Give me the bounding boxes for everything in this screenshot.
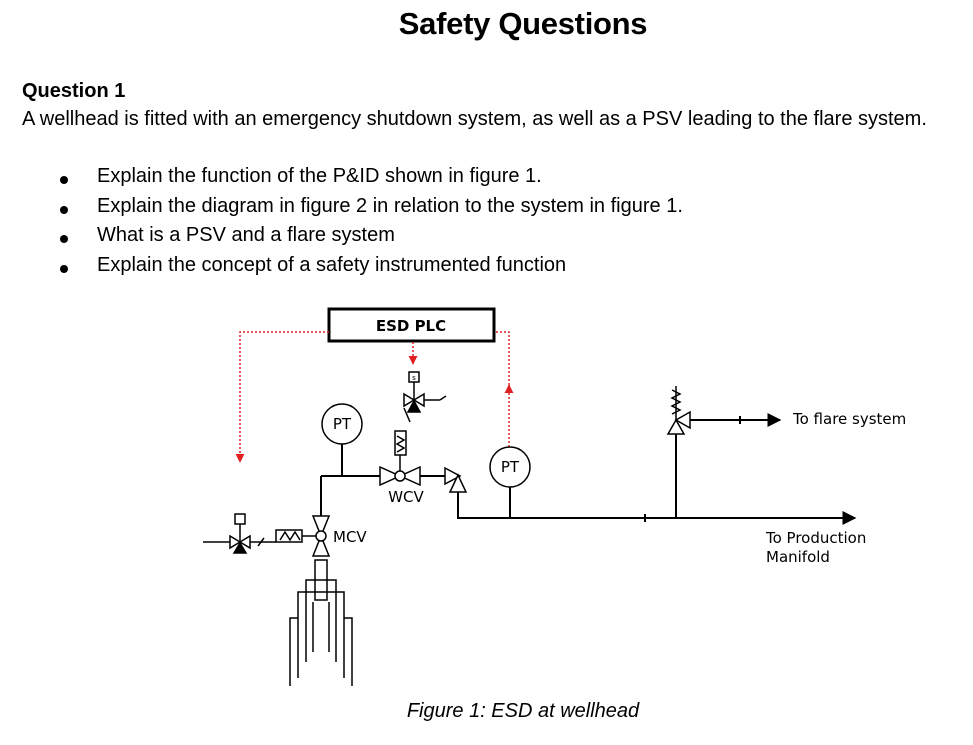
solenoid-letter: s: [412, 374, 416, 382]
check-valve-icon: [444, 466, 468, 493]
bullet-dot: [60, 235, 68, 243]
signal-line-to-mcv-actuator: [235, 331, 329, 463]
esd-plc-label: ESD PLC: [376, 317, 446, 335]
question-heading: Question 1: [22, 80, 126, 102]
production-destination-label-line2: Manifold: [766, 548, 830, 566]
signal-lines: [235, 331, 514, 463]
pipe-to-main-line: [457, 492, 857, 525]
pt-right-instrument: PT: [489, 446, 531, 488]
esd-plc-box: ESD PLC: [327, 307, 496, 343]
figure-caption: Figure 1: ESD at wellhead: [406, 700, 640, 722]
wcv-solenoid-valve-icon: s: [403, 371, 447, 423]
page-title: Safety Questions: [398, 6, 648, 41]
mcv-label: MCV: [333, 528, 367, 546]
psv-valve-icon: [666, 386, 691, 435]
flare-destination-label: To flare system: [792, 410, 906, 428]
pt-left-label: PT: [333, 415, 352, 433]
pt-left-instrument: PT: [321, 403, 363, 445]
question-intro: A wellhead is fitted with an emergency s…: [22, 108, 927, 130]
signal-line-pt-right-to-plc: [494, 331, 510, 385]
process-piping: [320, 413, 857, 525]
production-destination-label-line1: To Production: [765, 529, 866, 547]
bullet-dot: [60, 176, 68, 184]
mcv-solenoid-valve-icon: [203, 513, 276, 554]
bullet-dot: [60, 205, 68, 214]
wcv-label: WCV: [388, 488, 424, 506]
pt-right-label: PT: [501, 458, 520, 476]
pid-diagram: ESD PLC PT PT WCV: [203, 307, 906, 686]
mcv-valve-icon: [275, 515, 331, 557]
bullet-dot: [60, 264, 68, 273]
wcv-valve-icon: [379, 430, 421, 487]
wellhead-casing-icon: [289, 559, 353, 686]
